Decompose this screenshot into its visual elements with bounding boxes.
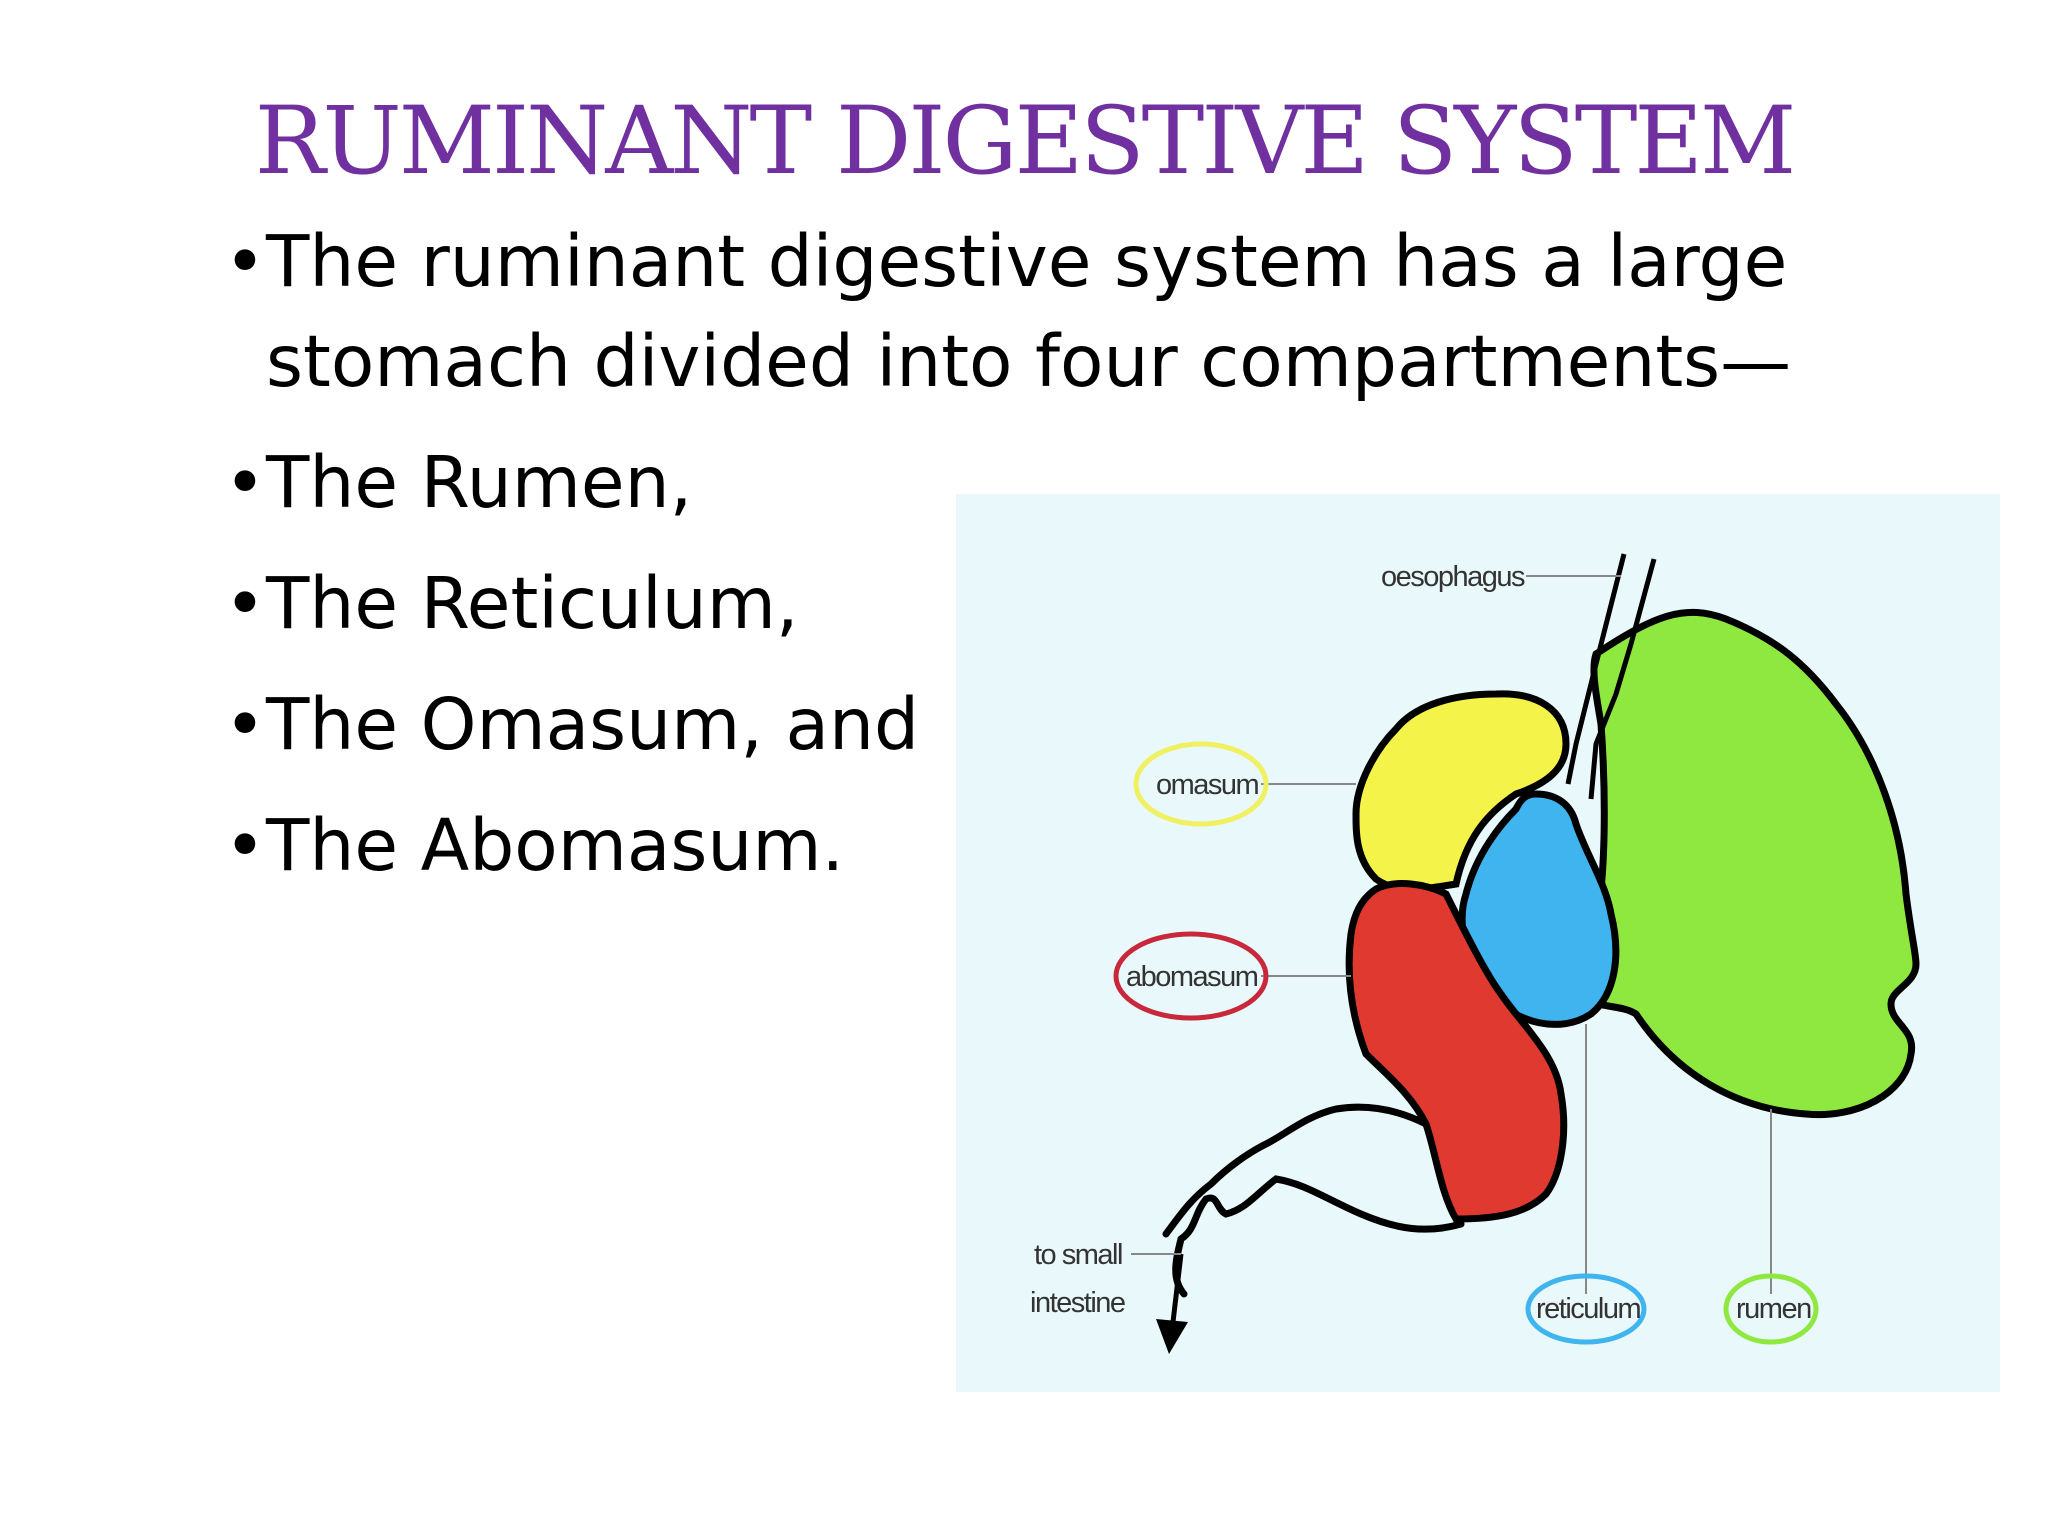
- bullet-item: • The ruminant digestive system has a la…: [224, 212, 1884, 412]
- bullet-text: The Reticulum,: [266, 562, 799, 645]
- small-intestine-label-line2: intestine: [1030, 1287, 1125, 1319]
- bullet-text: The Omasum, and: [266, 683, 920, 766]
- bullet-dot: •: [224, 441, 266, 524]
- oesophagus-tube: [1565, 553, 1627, 785]
- reticulum-label: reticulum: [1536, 1293, 1640, 1325]
- slide-title: RUMINANT DIGESTIVE SYSTEM: [254, 87, 1797, 196]
- bullet-text: The ruminant digestive system has a larg…: [266, 220, 1792, 403]
- bullet-dot: •: [224, 683, 266, 766]
- bullet-text: The Rumen,: [266, 441, 693, 524]
- rumen-label: rumen: [1736, 1293, 1811, 1325]
- oesophagus-label: oesophagus: [1381, 561, 1525, 593]
- intestine-tube: [1172, 1175, 1465, 1298]
- omasum-label: omasum: [1156, 769, 1259, 801]
- omasum-shape: [1352, 690, 1570, 893]
- bullet-item: • The Abomasum.: [224, 796, 1884, 896]
- stomach-diagram-svg: oesophagus omasum abomasum to small inte…: [1030, 553, 1920, 1354]
- small-intestine-label-line1: to small: [1034, 1239, 1122, 1271]
- bullet-dot: •: [224, 220, 266, 303]
- rumen-label-ring: [1723, 1273, 1819, 1345]
- reticulum-label-ring: [1525, 1273, 1647, 1345]
- reticulum-shape: [1458, 790, 1620, 1028]
- bullet-list: • The ruminant digestive system has a la…: [224, 212, 1884, 917]
- bullet-text: The Abomasum.: [266, 804, 845, 887]
- bullet-item: • The Omasum, and: [224, 675, 1884, 775]
- intestine-arrowhead: [1156, 1319, 1188, 1354]
- bullet-dot: •: [224, 562, 266, 645]
- bullet-item: • The Reticulum,: [224, 554, 1884, 654]
- bullet-dot: •: [224, 804, 266, 887]
- abomasum-label: abomasum: [1126, 961, 1258, 993]
- stomach-diagram: oesophagus omasum abomasum to small inte…: [956, 494, 2000, 1392]
- abomasum-label-ring: [1113, 931, 1269, 1021]
- intestine-tube-outer: [1162, 1103, 1430, 1238]
- bullet-item: • The Rumen,: [224, 433, 1884, 533]
- oesophagus-tube: [1588, 558, 1657, 800]
- abomasum-shape: [1345, 880, 1568, 1223]
- omasum-label-ring: [1133, 741, 1269, 827]
